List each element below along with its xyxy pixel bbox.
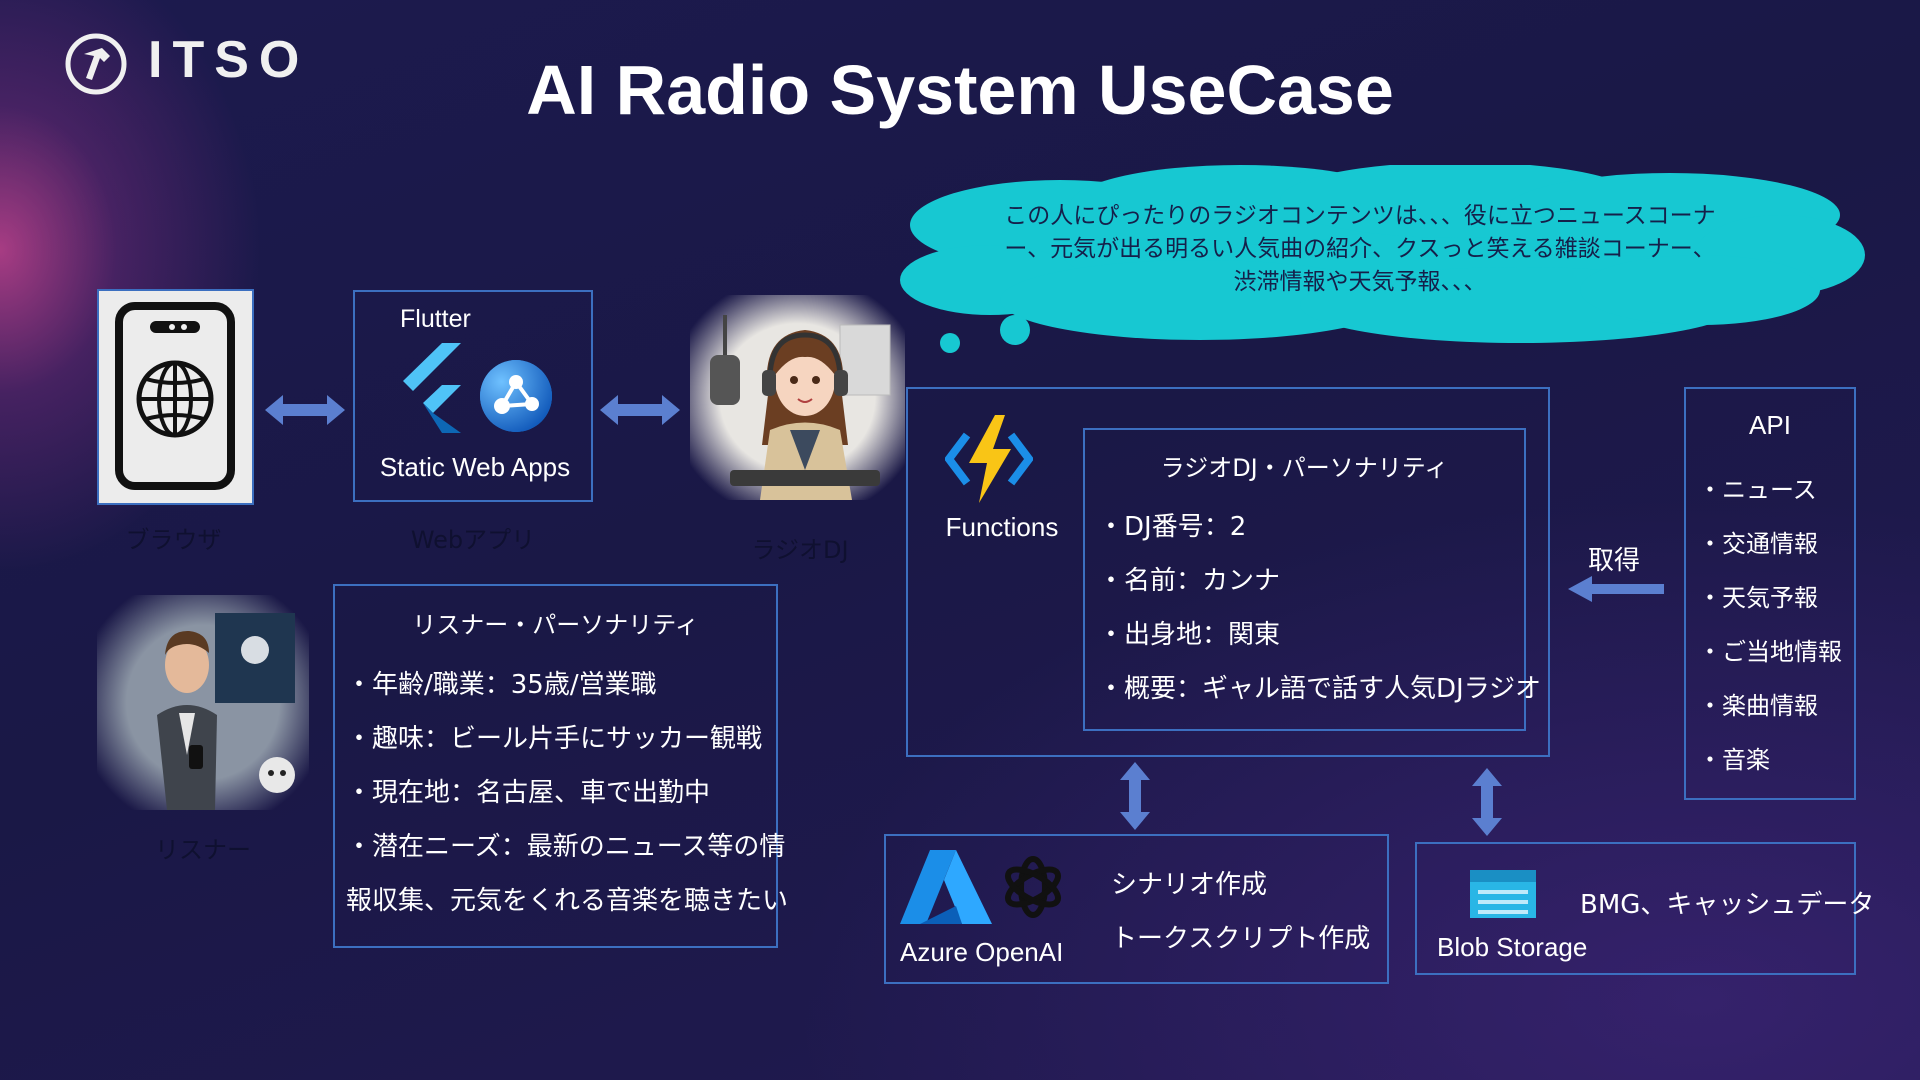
listener-persona-card [333, 584, 778, 948]
listener-persona-item: ・潜在ニーズ：最新のニュース等の情 [346, 832, 786, 862]
api-container [1684, 387, 1856, 800]
webapp-caption: Webアプリ [410, 526, 536, 554]
api-item: ・天気予報 [1698, 584, 1818, 612]
dj-persona-item: ・名前：カンナ [1098, 566, 1281, 596]
functions-label: Functions [945, 512, 1059, 542]
dj-persona-item: ・出身地：関東 [1098, 620, 1281, 650]
page-title: AI Radio System UseCase [526, 51, 1394, 129]
logo-text: ITSO [148, 31, 310, 89]
openai-task-item: トークスクリプト作成 [1111, 924, 1371, 954]
api-item: ・交通情報 [1698, 530, 1818, 558]
left-arrow-icon [1568, 576, 1664, 602]
dj-persona-card [1083, 428, 1526, 731]
flutter-label: Flutter [400, 305, 471, 333]
api-item: ・ご当地情報 [1698, 638, 1842, 666]
double-arrow-icon [265, 395, 345, 425]
azure-functions-icon [945, 415, 1033, 503]
openai-icon [1005, 856, 1061, 918]
blob-storage-label: Blob Storage [1437, 932, 1588, 962]
radio-dj-illustration [690, 295, 905, 500]
listener-persona-item: ・年齢/職業：35歳/営業職 [346, 670, 657, 700]
dj-persona-item: ・概要：ギャル語で話す人気DJラジオ [1098, 674, 1542, 704]
listener-illustration [97, 595, 309, 810]
double-arrow-icon [600, 395, 680, 425]
azure-icon [900, 850, 992, 924]
flutter-icon [403, 343, 461, 433]
azure-openai-card [884, 834, 1389, 984]
listener-caption: リスナー [155, 836, 251, 864]
api-item: ・楽曲情報 [1698, 692, 1818, 720]
itso-logo-hammer-icon [65, 33, 127, 95]
radio-dj-caption: ラジオDJ [751, 536, 849, 564]
functions-container [906, 387, 1550, 757]
thought-cloud-text: この人にぴったりのラジオコンテンツは、、、役に立つニュースコーナー、元気が出る明… [1004, 203, 1716, 295]
smartphone-globe-icon [115, 302, 235, 490]
api-title: API [1749, 410, 1791, 440]
static-web-apps-icon [480, 360, 552, 432]
blob-storage-description: BMG、キャッシュデータ [1580, 890, 1875, 920]
acquire-label: 取得 [1588, 546, 1641, 576]
dj-persona-item: ・DJ番号：2 [1098, 512, 1247, 542]
thought-bubble-dots [940, 315, 1030, 353]
listener-persona-item: 報収集、元気をくれる音楽を聴きたい [346, 886, 789, 916]
dj-persona-title: ラジオDJ・パーソナリティ [1160, 454, 1449, 482]
api-item: ・音楽 [1698, 746, 1770, 774]
browser-card [97, 289, 254, 505]
listener-persona-title: リスナー・パーソナリティ [412, 611, 699, 639]
listener-persona-item: ・趣味：ビール片手にサッカー観戦 [346, 724, 763, 754]
vertical-double-arrow-icon [1120, 762, 1150, 830]
listener-persona-item: ・現在地：名古屋、車で出勤中 [346, 778, 711, 808]
thought-cloud [900, 165, 1865, 343]
openai-task-item: シナリオ作成 [1111, 870, 1268, 900]
vertical-double-arrow-icon [1472, 768, 1502, 836]
webapp-card [353, 290, 593, 502]
browser-caption: ブラウザ [125, 526, 222, 554]
static-web-apps-label: Static Web Apps [379, 452, 571, 482]
blob-storage-card [1415, 842, 1856, 975]
azure-openai-label: Azure OpenAI [900, 937, 1064, 967]
api-item: ・ニュース [1698, 476, 1817, 504]
blob-storage-icon [1470, 870, 1536, 918]
